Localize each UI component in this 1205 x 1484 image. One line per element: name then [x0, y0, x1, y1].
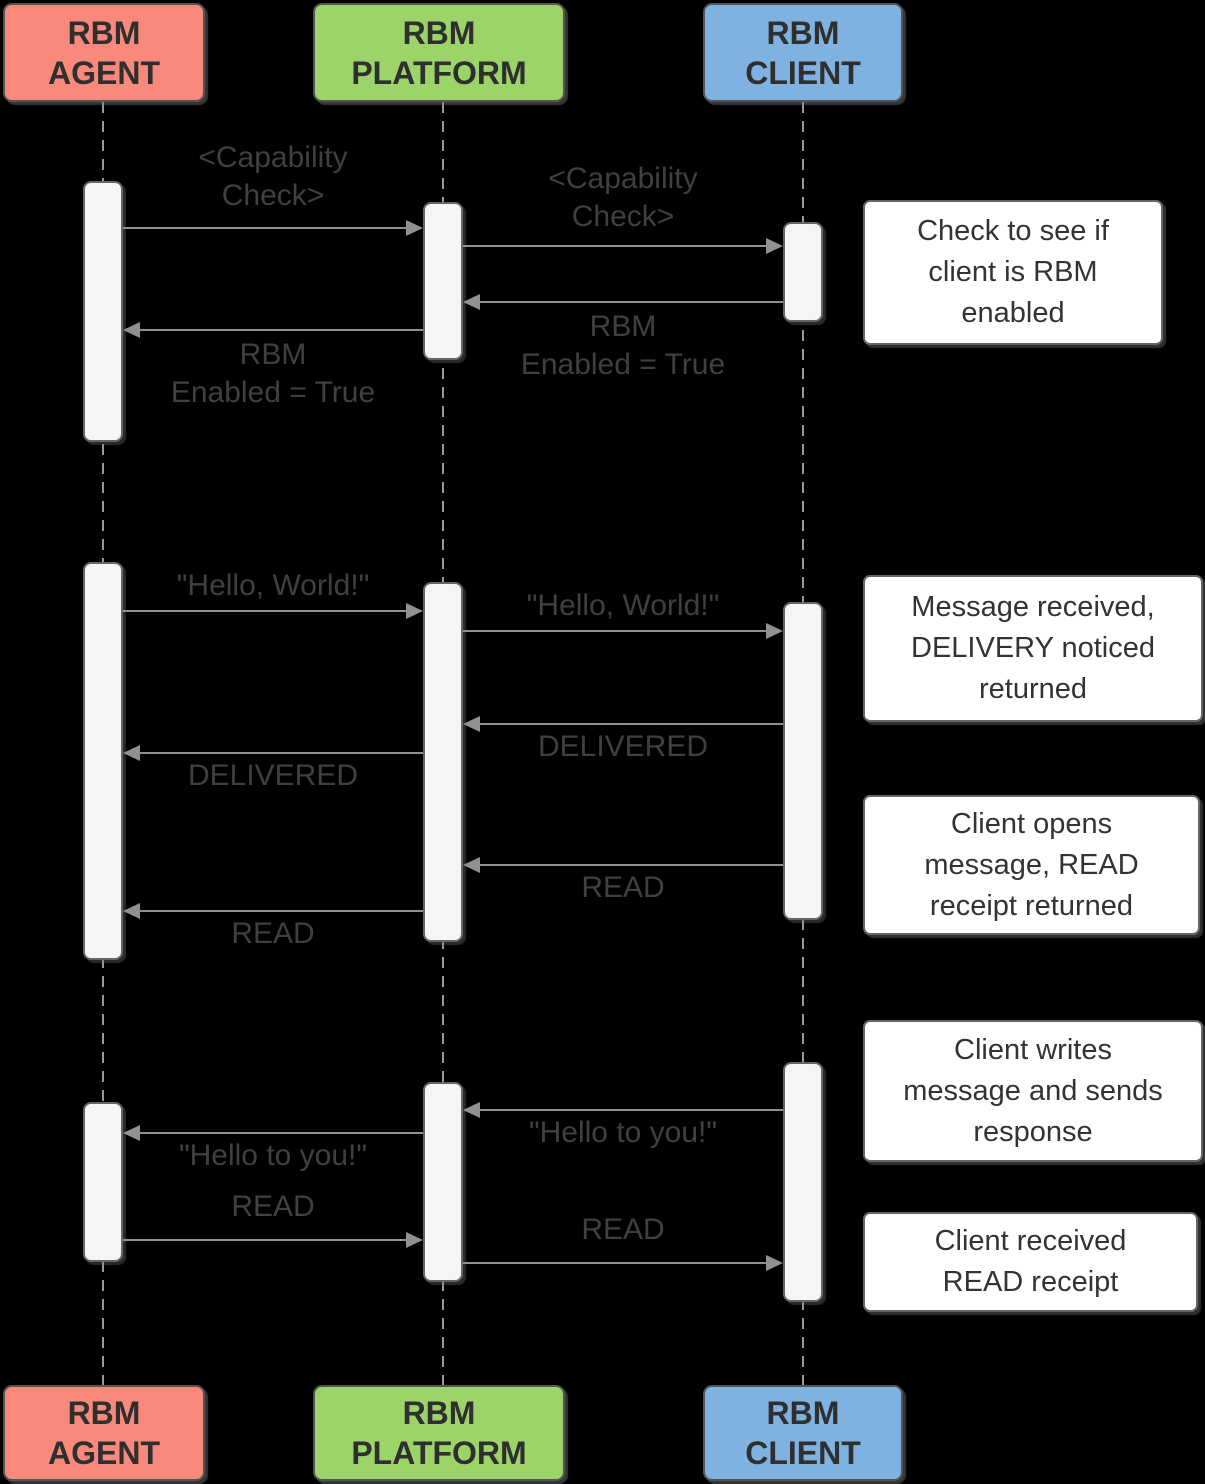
actor-box-rbm-platform-top: RBM PLATFORM — [313, 3, 565, 102]
message-label: RBM Enabled = True — [170, 338, 376, 409]
message-label: READ — [231, 917, 315, 950]
message-arrow-delivered-platform-agent — [123, 745, 423, 761]
message-label: "Hello to you!" — [178, 1139, 368, 1172]
arrowhead-left-icon — [463, 716, 480, 732]
message-arrow-read2-agent-platform — [123, 1232, 423, 1248]
arrowhead-right-icon — [766, 238, 783, 254]
message-label: READ — [581, 1213, 665, 1246]
message-label: RBM Enabled = True — [520, 310, 726, 381]
message-arrow-hello2-platform-agent — [123, 1125, 423, 1141]
actor-box-rbm-agent-top: RBM AGENT — [3, 3, 205, 102]
message-arrow-hello-platform-client — [463, 623, 783, 639]
arrowhead-left-icon — [123, 322, 140, 338]
activation-bar-platform-3 — [423, 1082, 463, 1282]
arrowhead-left-icon — [123, 745, 140, 761]
actor-box-rbm-client-top: RBM CLIENT — [703, 3, 903, 102]
note-message-received: Message received, DELIVERY noticed retur… — [863, 575, 1203, 722]
arrowhead-right-icon — [406, 603, 423, 619]
message-arrow-capability-platform-client — [463, 238, 783, 254]
message-arrow-capability-agent-platform — [123, 220, 423, 236]
message-label: "Hello, World!" — [176, 569, 370, 602]
actor-box-rbm-agent-bottom: RBM AGENT — [3, 1385, 205, 1481]
activation-bar-client-3 — [783, 1062, 823, 1302]
note-read-receipt: Client received READ receipt — [863, 1212, 1198, 1312]
activation-bar-client-1 — [783, 222, 823, 322]
note-client-writes: Client writes message and sends response — [863, 1020, 1203, 1162]
arrowhead-right-icon — [766, 1255, 783, 1271]
note-client-opens: Client opens message, READ receipt retur… — [863, 795, 1200, 935]
note-capability-check: Check to see if client is RBM enabled — [863, 200, 1163, 345]
arrowhead-left-icon — [123, 1125, 140, 1141]
message-arrow-read-client-platform — [463, 857, 783, 873]
arrowhead-left-icon — [463, 1102, 480, 1118]
activation-bar-platform-2 — [423, 582, 463, 942]
activation-bar-agent-1 — [83, 181, 123, 442]
message-label: "Hello, World!" — [526, 589, 720, 622]
message-label: DELIVERED — [187, 759, 359, 792]
arrowhead-right-icon — [766, 623, 783, 639]
message-label: READ — [231, 1190, 315, 1223]
arrowhead-right-icon — [406, 1232, 423, 1248]
message-label: <Capability Check> — [548, 162, 698, 233]
message-arrow-hello-agent-platform — [123, 603, 423, 619]
activation-bar-agent-2 — [83, 562, 123, 960]
arrowhead-left-icon — [463, 857, 480, 873]
actor-box-rbm-client-bottom: RBM CLIENT — [703, 1385, 903, 1481]
message-label: READ — [581, 871, 665, 904]
actor-box-rbm-platform-bottom: RBM PLATFORM — [313, 1385, 565, 1481]
activation-bar-agent-3 — [83, 1102, 123, 1262]
message-label: "Hello to you!" — [528, 1116, 718, 1149]
activation-bar-platform-1 — [423, 202, 463, 360]
arrowhead-right-icon — [406, 220, 423, 236]
message-arrow-hello2-client-platform — [463, 1102, 783, 1118]
message-arrow-enabled-platform-agent — [123, 322, 423, 338]
message-arrow-read2-platform-client — [463, 1255, 783, 1271]
message-label: <Capability Check> — [198, 141, 348, 212]
message-arrow-delivered-client-platform — [463, 716, 783, 732]
arrowhead-left-icon — [463, 294, 480, 310]
message-arrow-enabled-client-platform — [463, 294, 783, 310]
message-arrow-read-platform-agent — [123, 903, 423, 919]
activation-bar-client-2 — [783, 602, 823, 920]
arrowhead-left-icon — [123, 903, 140, 919]
message-label: DELIVERED — [537, 730, 709, 763]
